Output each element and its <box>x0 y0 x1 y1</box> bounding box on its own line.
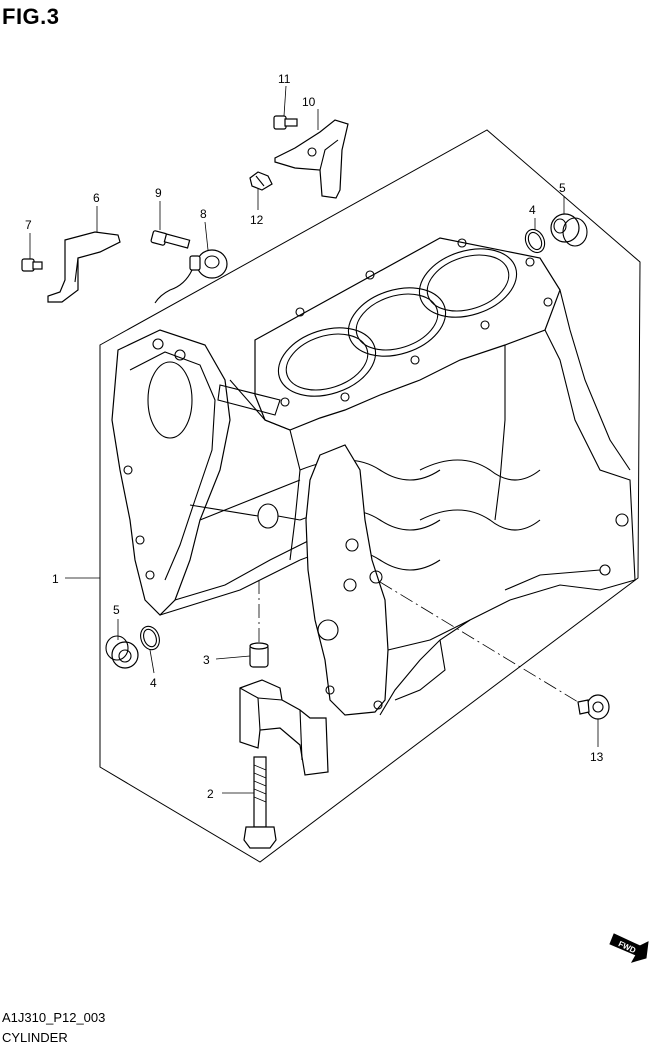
callout-4a: 4 <box>529 203 536 217</box>
harness-clip <box>249 171 273 191</box>
dowel-pin <box>249 642 269 668</box>
fwd-arrow: FWD <box>609 933 649 963</box>
callout-11: 11 <box>278 72 291 86</box>
figure-code: A1J310_P12_003 <box>2 1010 106 1025</box>
callout-10: 10 <box>302 95 316 109</box>
figure-name: CYLINDER <box>2 1030 68 1045</box>
figure-title: FIG.3 <box>2 4 60 29</box>
callout-13: 13 <box>590 750 604 764</box>
drain-bolt <box>577 694 610 720</box>
cylinder-block <box>111 237 636 716</box>
callout-8: 8 <box>200 207 207 221</box>
sensor-bolt <box>150 230 191 249</box>
callout-7: 7 <box>25 218 32 232</box>
callout-5a: 5 <box>559 181 566 195</box>
bracket-bolt <box>21 258 43 272</box>
callout-12: 12 <box>250 213 264 227</box>
knock-sensor <box>154 249 228 304</box>
callout-4b: 4 <box>150 676 157 690</box>
plug-lower <box>105 635 139 669</box>
callout-2: 2 <box>207 787 214 801</box>
callout-5b: 5 <box>113 603 120 617</box>
leader-lines <box>29 85 599 794</box>
bracket-bolt-11 <box>273 115 298 130</box>
callout-labels: 1 2 3 4 4 5 5 6 7 8 9 10 11 12 13 <box>25 72 604 801</box>
gasket-lower <box>140 625 160 651</box>
fwd-label: FWD <box>617 939 638 955</box>
sensor-bracket <box>47 231 121 303</box>
callout-3: 3 <box>203 653 210 667</box>
callout-9: 9 <box>155 186 162 200</box>
harness-bracket <box>274 119 349 199</box>
bearing-cap <box>239 679 329 776</box>
gasket-upper <box>524 228 546 254</box>
callout-6: 6 <box>93 191 100 205</box>
cylinder-block-assembly-frame <box>99 129 641 863</box>
cap-bolt <box>243 756 277 849</box>
callout-1: 1 <box>52 572 59 586</box>
plug-upper <box>550 213 588 247</box>
